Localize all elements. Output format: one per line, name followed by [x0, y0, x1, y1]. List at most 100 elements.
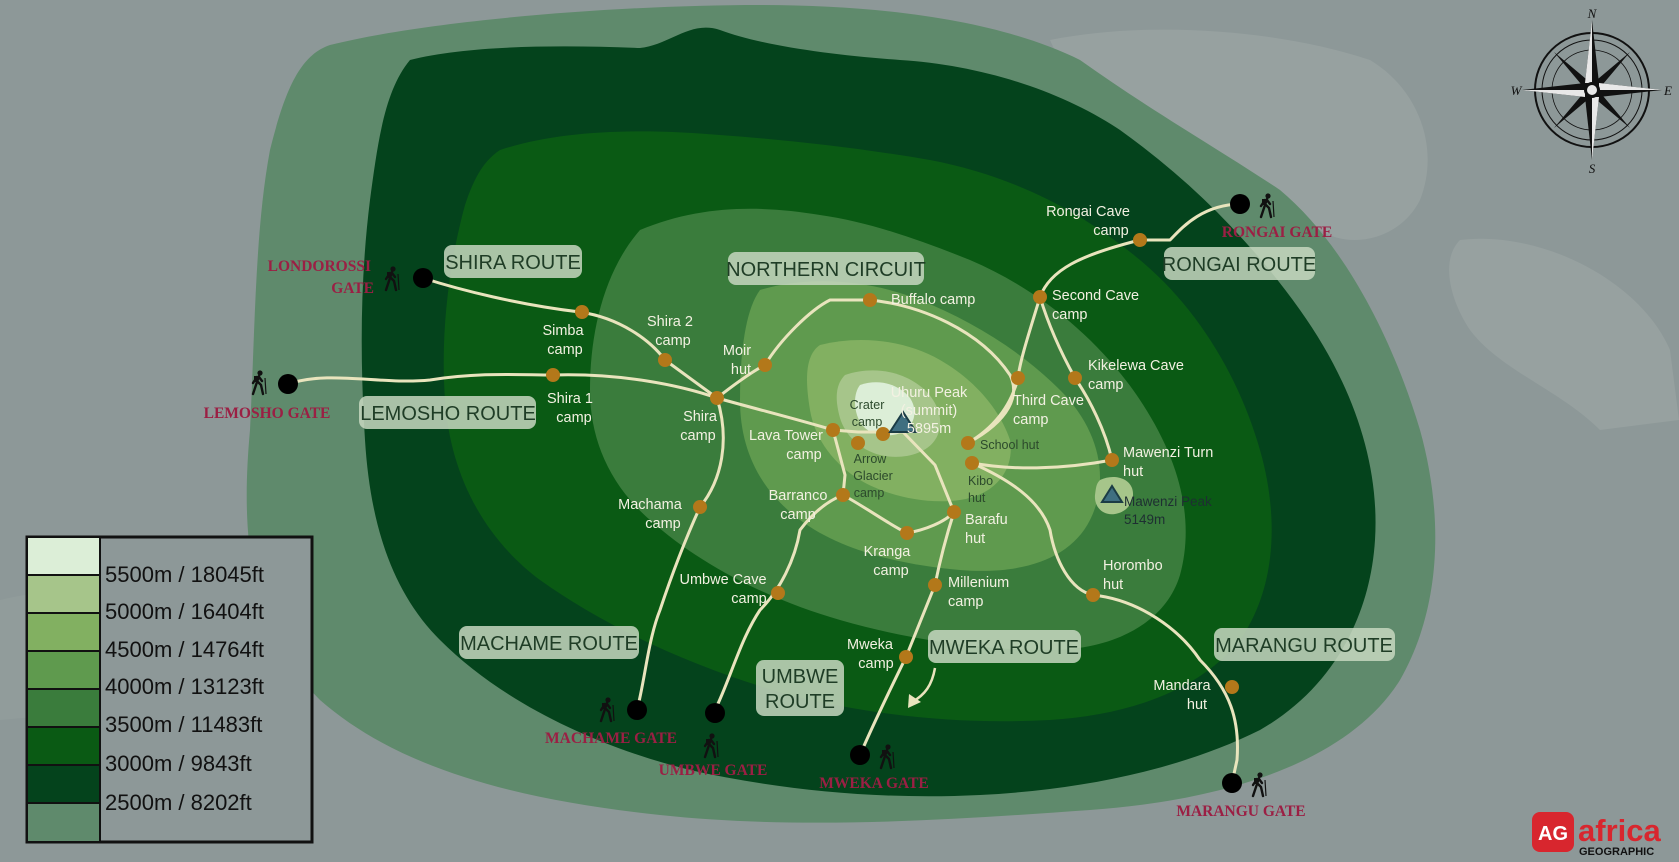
label-crater-1: Crater [850, 398, 885, 412]
legend-swatch [26, 574, 101, 614]
logo-badge: AG [1538, 823, 1568, 845]
uhuru-peak-icon [888, 410, 918, 433]
route-pill [756, 660, 844, 716]
route-labels: SHIRA ROUTE NORTHERN CIRCUIT RONGAI ROUT… [359, 245, 1395, 716]
camp-dot [900, 526, 914, 540]
route-label-umbwe-line1: UMBWE [762, 666, 839, 688]
legend-swatch [26, 764, 101, 804]
label-horombo-2: hut [1103, 577, 1123, 593]
legend-swatch [26, 650, 101, 690]
camp-dot [899, 650, 913, 664]
label-uhuru-1: Uhuru Peak [891, 385, 968, 401]
label-arrow-3: camp [854, 486, 885, 500]
legend-label: 5000m / 16404ft [105, 599, 264, 624]
camp-dot [1068, 371, 1082, 385]
label-shira2-2: camp [655, 333, 690, 349]
gate-label-londorossi-line1: LONDOROSSI [268, 258, 371, 275]
label-second-cave-2: camp [1052, 307, 1087, 323]
label-kikelewa-2: camp [1088, 377, 1123, 393]
label-barafu-2: hut [965, 531, 985, 547]
peak-labels: Uhuru Peak (summit) 5895m Mawenzi Peak 5… [891, 385, 1212, 527]
logo-sub: GEOGRAPHIC [1579, 846, 1654, 858]
label-kikelewa-1: Kikelewa Cave [1088, 358, 1184, 374]
label-lava-2: camp [786, 447, 821, 463]
camp-dot [1033, 290, 1047, 304]
route-pill [1214, 628, 1395, 661]
camp-dot [771, 586, 785, 600]
elevation-legend: 5500m / 18045ft 5000m / 16404ft 4500m / … [25, 535, 314, 844]
label-simba-2: camp [547, 342, 582, 358]
label-barafu-1: Barafu [965, 512, 1008, 528]
label-shira-1: Shira [683, 409, 718, 425]
camp-dot [1011, 371, 1025, 385]
camp-dot [947, 505, 961, 519]
gate-markers [251, 192, 1276, 798]
compass-e: E [1663, 83, 1672, 98]
legend-swatch [26, 612, 101, 652]
camp-dot [1133, 233, 1147, 247]
gate-label-mweka: MWEKA GATE [819, 775, 929, 792]
gate-dot [278, 374, 298, 394]
camp-dot [710, 391, 724, 405]
label-umbwe-cave-1: Umbwe Cave [679, 572, 766, 588]
camp-dot [1105, 453, 1119, 467]
label-simba-1: Simba [542, 323, 584, 339]
route-label-umbwe-line2: ROUTE [765, 691, 835, 713]
camp-dot [961, 436, 975, 450]
label-mandara-1: Mandara [1153, 678, 1211, 694]
gate-dot [1222, 773, 1242, 793]
label-horombo-1: Horombo [1103, 558, 1163, 574]
trail-umbwe [713, 493, 845, 712]
label-mweka-2: camp [858, 656, 893, 672]
camp-markers [546, 233, 1239, 694]
label-rongai-cave-1: Rongai Cave [1046, 204, 1130, 220]
label-moir-2: hut [731, 362, 751, 378]
gate-label-rongai: RONGAI GATE [1222, 224, 1332, 241]
legend-swatch [26, 536, 101, 576]
legend-label: 2500m / 8202ft [105, 790, 252, 815]
gate-dot [850, 745, 870, 765]
label-buffalo: Buffalo camp [891, 292, 975, 308]
route-label-mweka: MWEKA ROUTE [929, 637, 1079, 659]
label-third-cave-2: camp [1013, 412, 1048, 428]
label-kranga-2: camp [873, 563, 908, 579]
trail-lemosho [286, 372, 719, 400]
mawenzi-peak-icon [1100, 484, 1124, 503]
route-pill [1164, 247, 1315, 280]
route-label-machame: MACHAME ROUTE [460, 633, 638, 655]
gate-label-marangu: MARANGU GATE [1176, 803, 1305, 820]
route-pill [928, 630, 1081, 663]
label-kibo-1: Kibo [968, 474, 993, 488]
gate-label-umbwe: UMBWE GATE [659, 762, 768, 779]
camp-dot [876, 427, 890, 441]
gate-labels: LONDOROSSI GATE LEMOSHO GATE RONGAI GATE… [204, 224, 1333, 820]
label-shira2-1: Shira 2 [647, 314, 693, 330]
camp-dot [836, 488, 850, 502]
label-moir-1: Moir [723, 343, 751, 359]
label-arrow-1: Arrow [854, 452, 888, 466]
label-third-cave-1: Third Cave [1013, 393, 1084, 409]
logo-name: africa [1578, 813, 1661, 848]
label-millenium-2: camp [948, 594, 983, 610]
camp-dot [758, 358, 772, 372]
label-shira-2: camp [680, 428, 715, 444]
label-mawenzi-turn-2: hut [1123, 464, 1143, 480]
gate-dot [705, 703, 725, 723]
camp-dot [693, 500, 707, 514]
label-machama-2: camp [645, 516, 680, 532]
label-mawenzi-1: Mawenzi Peak [1124, 494, 1212, 509]
label-mawenzi-turn-1: Mawenzi Turn [1123, 445, 1213, 461]
gate-dot [413, 268, 433, 288]
compass-w: W [1511, 83, 1523, 98]
legend-swatch [26, 688, 101, 728]
camp-dot [863, 293, 877, 307]
gate-dot [1230, 194, 1250, 214]
gate-label-lemosho: LEMOSHO GATE [204, 405, 331, 422]
arrow-head-icon [908, 694, 921, 708]
label-shira1-2: camp [556, 410, 591, 426]
camp-dot [658, 353, 672, 367]
compass-rose-icon: N S W E [1511, 6, 1672, 176]
label-uhuru-2: (summit) [901, 403, 957, 419]
label-mweka-1: Mweka [847, 637, 894, 653]
